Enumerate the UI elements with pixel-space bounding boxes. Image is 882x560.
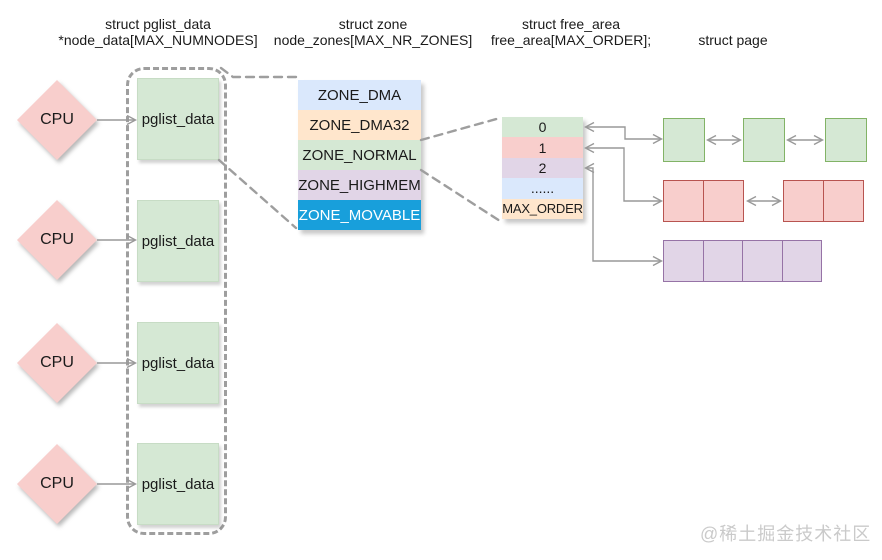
pglist-data-label: pglist_data — [141, 475, 215, 493]
header-zone-line1: struct zone — [338, 16, 408, 32]
dashed-link-zone-freearea-bottom — [419, 168, 502, 223]
zone-label: ZONE_DMA32 — [309, 116, 410, 134]
header-free-area: struct free_area free_area[MAX_ORDER]; — [451, 16, 691, 48]
header-zone-line2: node_zones[MAX_NR_ZONES] — [273, 32, 473, 48]
page-block-order1-a — [663, 180, 744, 222]
free-area-row-max-order: MAX_ORDER — [502, 198, 583, 219]
pglist-data-label: pglist_data — [141, 232, 215, 250]
double-arrow-order1 — [746, 195, 782, 207]
node-data-dashed-container — [126, 67, 227, 535]
header-struct-page-line1: struct page — [698, 32, 768, 48]
pglist-data-node-0: pglist_data — [137, 78, 219, 160]
zone-row-highmem: ZONE_HIGHMEM — [298, 170, 421, 200]
zone-row-dma: ZONE_DMA — [298, 80, 421, 110]
free-area-label: 1 — [538, 139, 547, 156]
page-block-order0-b — [743, 118, 785, 162]
cpu-node-3: CPU — [17, 444, 97, 524]
link-free-area2-pages — [584, 162, 663, 267]
free-area-row-1: 1 — [502, 137, 583, 158]
pglist-data-node-2: pglist_data — [137, 322, 219, 404]
cpu-node-1: CPU — [17, 200, 97, 280]
page-box — [703, 180, 744, 222]
link-free-area1-pages — [584, 142, 663, 207]
cpu-diamond: CPU — [17, 444, 97, 524]
dashed-link-zone-freearea-top — [419, 116, 502, 142]
header-pglist-line2: *node_data[MAX_NUMNODES] — [58, 32, 258, 48]
dashed-link-pglist-zone-bottom — [217, 158, 298, 230]
free-area-row-2: 2 — [502, 157, 583, 179]
page-block-order0-a — [663, 118, 705, 162]
cpu-label: CPU — [40, 475, 74, 492]
header-pglist-data: struct pglist_data *node_data[MAX_NUMNOD… — [38, 16, 278, 48]
free-area-row-ellipsis: ...... — [502, 178, 583, 199]
page-box — [743, 118, 785, 162]
cpu-diamond: CPU — [17, 80, 97, 160]
free-area-label: MAX_ORDER — [502, 201, 583, 217]
page-box — [663, 240, 704, 282]
free-area-label: 2 — [538, 159, 547, 176]
page-block-order0-c — [825, 118, 867, 162]
zone-stack: ZONE_DMA ZONE_DMA32 ZONE_NORMAL ZONE_HIG… — [298, 80, 421, 230]
zone-row-movable: ZONE_MOVABLE — [298, 200, 421, 230]
free-area-row-0: 0 — [502, 117, 583, 138]
free-area-label: ...... — [530, 180, 555, 197]
cpu-node-0: CPU — [17, 80, 97, 160]
cpu-label: CPU — [40, 231, 74, 248]
cpu-node-2: CPU — [17, 323, 97, 403]
page-box — [663, 118, 705, 162]
header-struct-page: struct page — [663, 32, 803, 48]
free-area-stack: 0 1 2 ...... MAX_ORDER — [502, 117, 583, 219]
watermark: @稀土掘金技术社区 — [700, 524, 872, 544]
zone-row-normal: ZONE_NORMAL — [298, 140, 421, 170]
header-free-area-line2: free_area[MAX_ORDER]; — [490, 32, 652, 48]
dashed-link-pglist-zone-top — [219, 66, 299, 79]
header-pglist-line1: struct pglist_data — [105, 16, 211, 32]
pglist-data-label: pglist_data — [141, 354, 215, 372]
pglist-data-label: pglist_data — [141, 110, 215, 128]
zone-label: ZONE_HIGHMEM — [298, 176, 421, 194]
page-block-order2 — [663, 240, 822, 282]
page-box — [783, 180, 824, 222]
cpu-label: CPU — [40, 354, 74, 371]
zone-row-dma32: ZONE_DMA32 — [298, 110, 421, 140]
pglist-data-node-1: pglist_data — [137, 200, 219, 282]
cpu-label: CPU — [40, 111, 74, 128]
header-zone: struct zone node_zones[MAX_NR_ZONES] — [253, 16, 493, 48]
pglist-data-node-3: pglist_data — [137, 443, 219, 525]
cpu-diamond: CPU — [17, 323, 97, 403]
page-box — [663, 180, 704, 222]
cpu-diamond: CPU — [17, 200, 97, 280]
page-box — [781, 240, 822, 282]
zone-label: ZONE_NORMAL — [302, 146, 417, 164]
free-area-label: 0 — [538, 119, 547, 136]
header-free-area-line1: struct free_area — [521, 16, 621, 32]
page-block-order1-b — [783, 180, 864, 222]
page-box — [823, 180, 864, 222]
double-arrow-order0-a — [706, 134, 742, 146]
page-box — [702, 240, 743, 282]
zone-label: ZONE_DMA — [317, 86, 402, 104]
page-box — [742, 240, 783, 282]
zone-label: ZONE_MOVABLE — [298, 206, 421, 224]
link-free-area0-pages — [584, 121, 663, 145]
double-arrow-order0-b — [786, 134, 824, 146]
page-box — [825, 118, 867, 162]
